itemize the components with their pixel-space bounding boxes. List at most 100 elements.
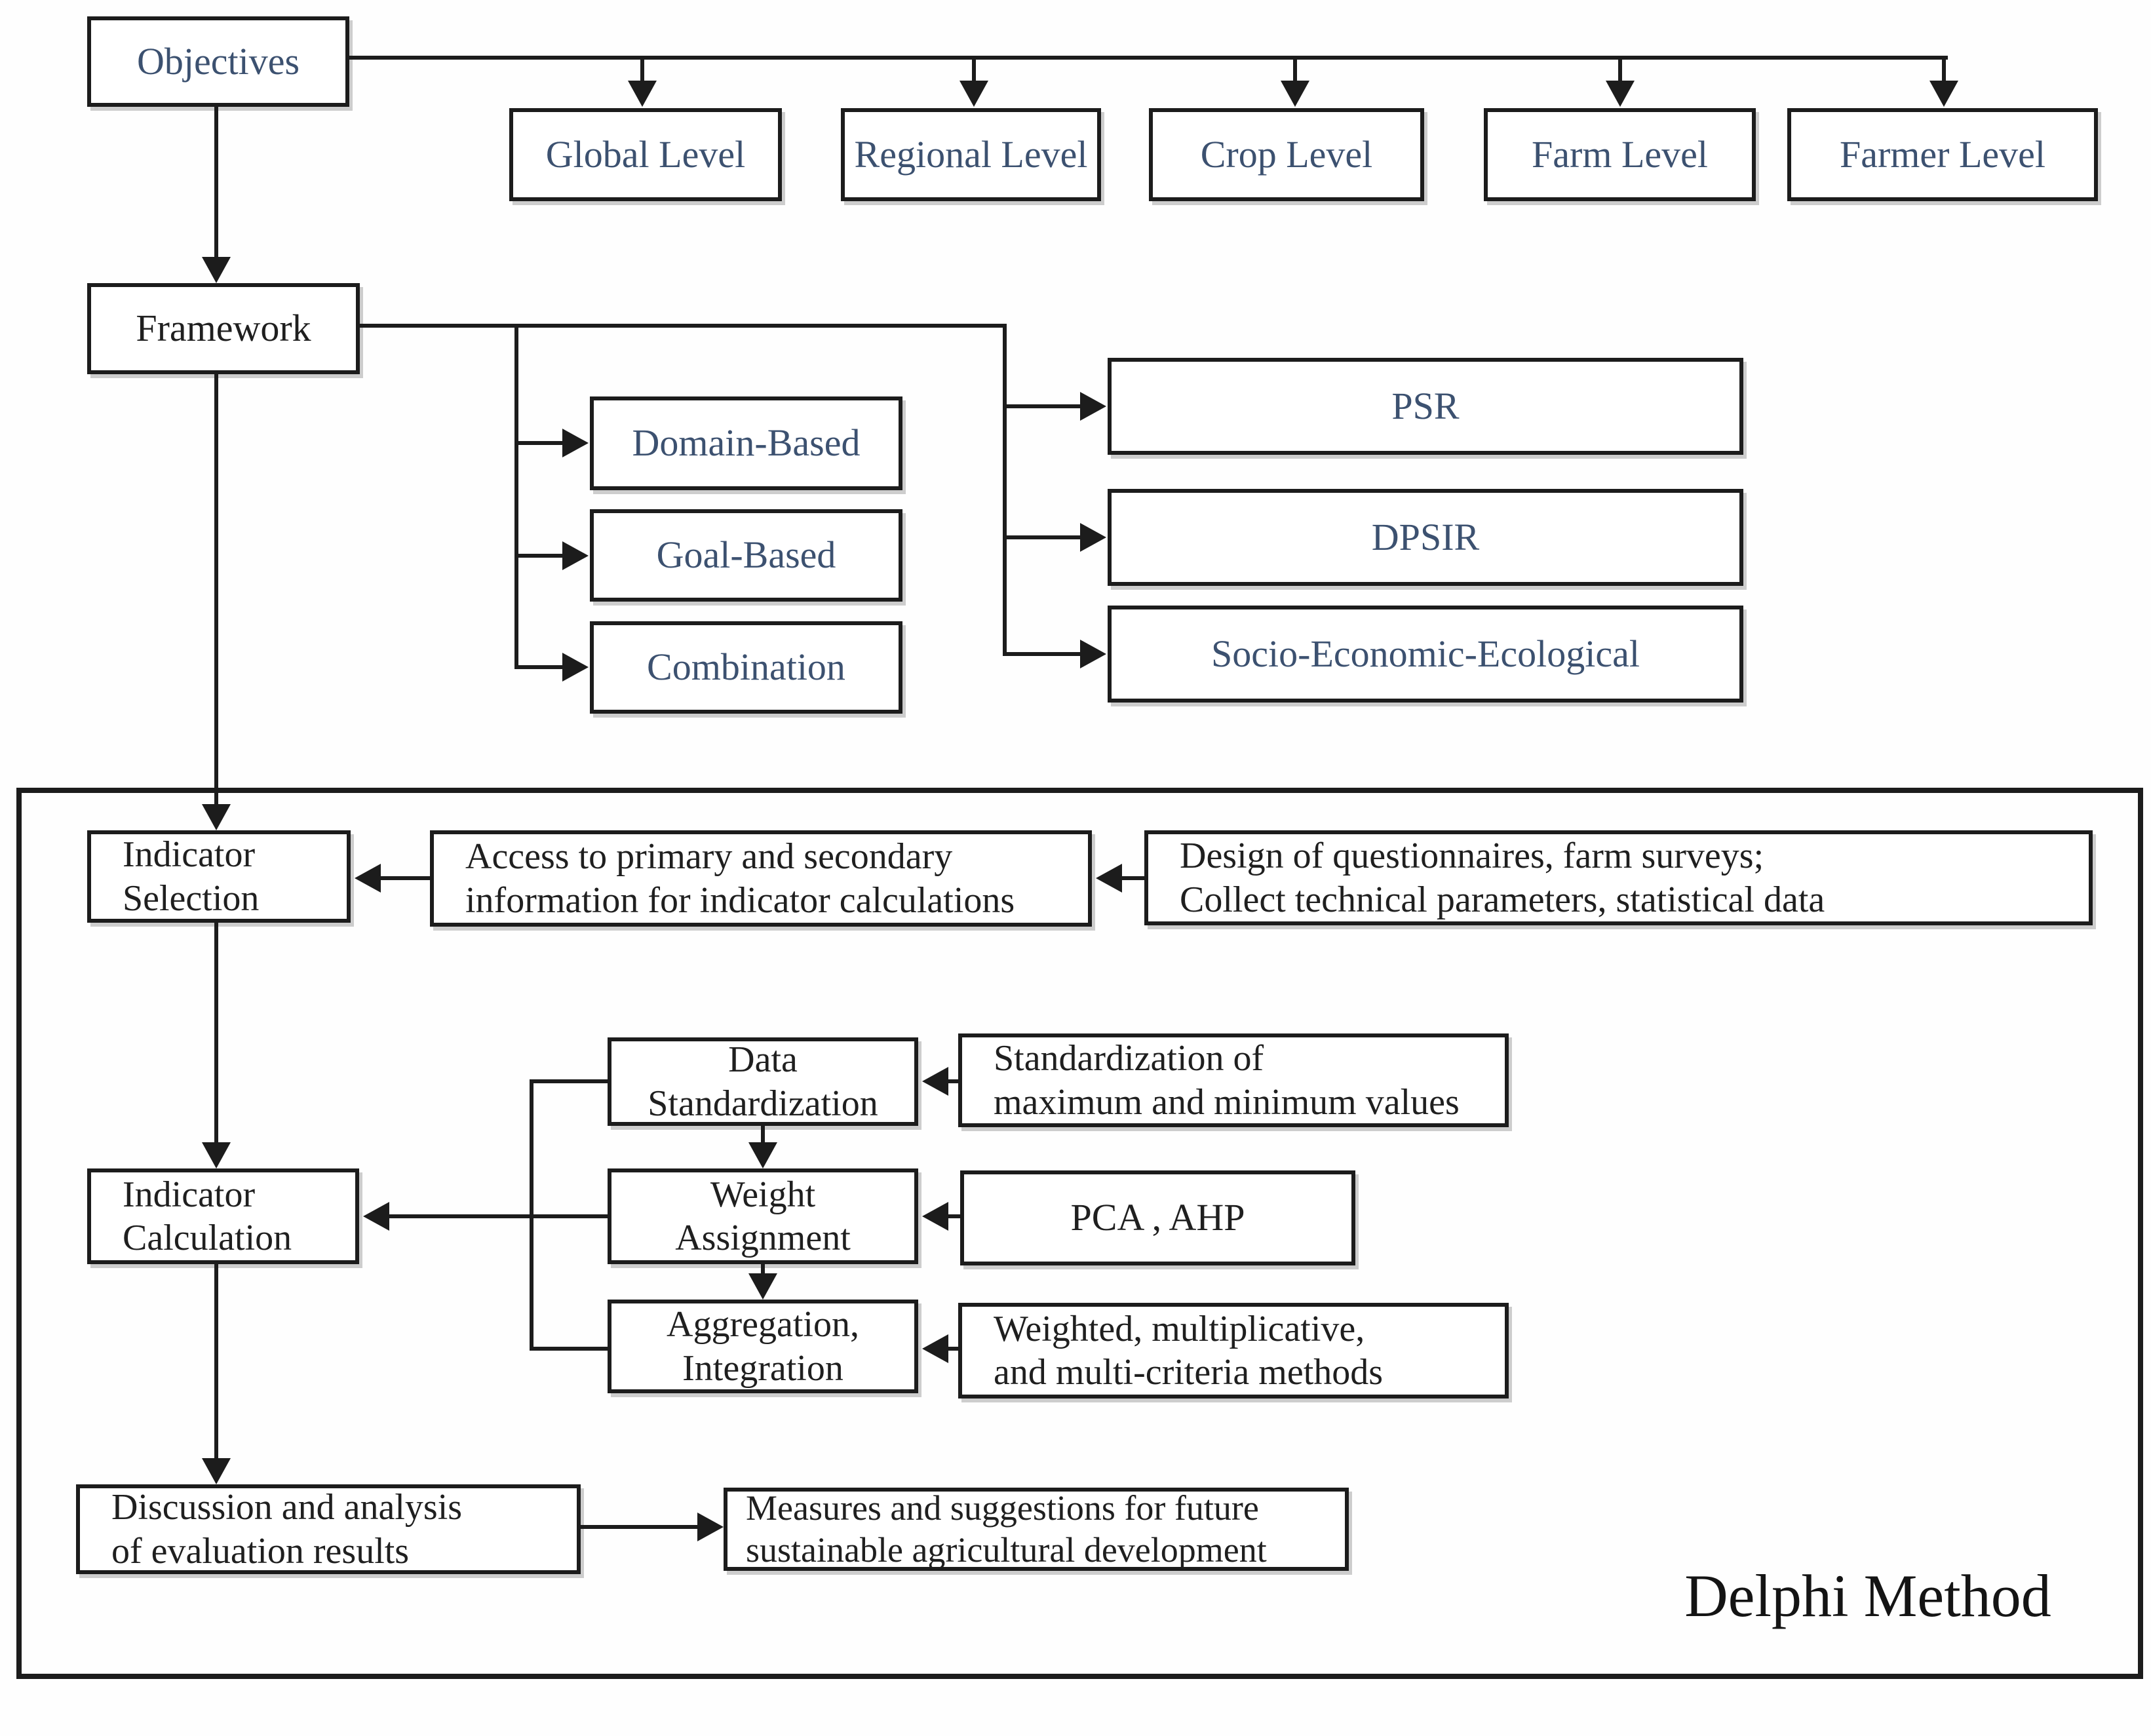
arrowhead-goal-based [562,541,589,570]
connector-stub-combination [514,665,564,669]
arrowhead-crop-level [1281,81,1309,107]
arrowhead-combination [562,653,589,682]
standardization-maxmin-line2: maximum and minimum values [994,1081,1460,1123]
connector-stub-goal-based [514,554,564,558]
node-aggregation-integration: Aggregation, Integration [608,1300,918,1393]
indicator-selection-line1: Indicator [123,834,256,876]
connector-bracket-aggregation [530,1347,608,1351]
connector-stdmaxmin-datastd [947,1079,958,1083]
connector-pca-weight [947,1214,960,1218]
node-goal-based-label: Goal-Based [656,533,836,577]
arrowhead-farm-level [1606,81,1635,107]
design-questionnaires-line2: Collect technical parameters, statistica… [1180,879,1825,920]
connector-stub-socio [1003,652,1081,656]
node-objectives-label: Objectives [136,39,300,83]
arrowhead-into-aggregation [922,1334,948,1363]
arrowhead-into-indicator-calculation [363,1202,389,1231]
measures-line2: sustainable agricultural development [746,1530,1267,1570]
connector-drop-farmer-level [1942,60,1946,82]
arrowhead-framework [202,257,231,283]
node-regional-level-label: Regional Level [854,132,1088,176]
arrowhead-socio [1080,640,1106,668]
node-objectives: Objectives [87,16,349,107]
node-dpsir-label: DPSIR [1371,515,1480,558]
node-crop-level: Crop Level [1149,108,1424,201]
access-information-line1: Access to primary and secondary [465,836,953,878]
connector-stub-domain-based [514,441,564,445]
node-design-questionnaires: Design of questionnaires, farm surveys; … [1144,830,2093,925]
arrowhead-psr [1080,392,1106,421]
node-indicator-calculation: Indicator Calculation [87,1168,359,1264]
node-crop-level-label: Crop Level [1200,132,1373,176]
arrowhead-domain-based [562,429,589,457]
node-farmer-level-label: Farmer Level [1839,132,2045,176]
connector-framework-models-bracket [1003,324,1007,656]
weighted-methods-line2: and multi-criteria methods [994,1352,1384,1393]
arrowhead-dpsir [1080,523,1106,552]
node-global-level: Global Level [509,108,782,201]
connector-stub-psr [1003,404,1081,408]
connector-design-access [1121,876,1144,880]
node-access-information: Access to primary and secondary informat… [430,830,1092,927]
arrowhead-indicator-calculation [202,1142,231,1168]
data-standardization-line2: Standardization [648,1083,878,1124]
arrowhead-into-measures [697,1513,724,1541]
arrowhead-weight-assignment-top [748,1142,777,1168]
discussion-line2: of evaluation results [111,1530,410,1572]
node-weight-assignment: Weight Assignment [608,1168,918,1264]
node-farm-level: Farm Level [1484,108,1756,201]
node-socio-economic-ecological-label: Socio-Economic-Ecological [1211,632,1640,675]
aggregation-line2: Integration [682,1347,843,1389]
arrowhead-indicator-selection [202,804,231,830]
node-indicator-selection: Indicator Selection [87,830,351,923]
node-measures-suggestions: Measures and suggestions for future sust… [724,1488,1349,1571]
data-standardization-line1: Data [728,1039,798,1081]
node-goal-based: Goal-Based [590,509,902,602]
connector-indicator-selection-calculation [214,923,218,1144]
delphi-method-label: Delphi Method [1684,1562,2051,1629]
node-standardization-maxmin: Standardization of maximum and minimum v… [958,1033,1509,1127]
connector-drop-crop-level [1293,60,1297,82]
arrowhead-into-indicator-selection [355,864,381,893]
connector-weighted-aggregation [947,1347,958,1351]
connector-framework-types-bracket [514,324,518,669]
discussion-line1: Discussion and analysis [111,1487,463,1528]
node-global-level-label: Global Level [545,132,746,176]
standardization-maxmin-line1: Standardization of [994,1038,1264,1079]
connector-indicator-calculation-discussion [214,1264,218,1459]
weighted-methods-line1: Weighted, multiplicative, [994,1308,1365,1349]
node-framework: Framework [87,283,360,374]
node-weighted-methods: Weighted, multiplicative, and multi-crit… [958,1303,1509,1398]
indicator-calculation-line2: Calculation [123,1218,292,1258]
node-domain-based: Domain-Based [590,396,902,490]
connector-calculation-bracket [530,1079,533,1351]
connector-drop-global-level [640,60,644,82]
connector-drop-farm-level [1618,60,1622,82]
node-framework-label: Framework [136,307,311,350]
node-psr: PSR [1108,358,1743,455]
connector-objectives-levels-main [349,56,1948,60]
arrowhead-into-data-standardization [922,1067,948,1096]
node-domain-based-label: Domain-Based [632,421,861,465]
delphi-method-container [16,788,2143,1679]
node-socio-economic-ecological: Socio-Economic-Ecological [1108,606,1743,703]
arrowhead-global-level [628,81,657,107]
arrowhead-discussion [202,1458,231,1484]
node-combination-label: Combination [647,646,845,689]
connector-access-indicator-selection [379,876,430,880]
design-questionnaires-line1: Design of questionnaires, farm surveys; [1180,836,1764,877]
node-combination: Combination [590,621,902,714]
connector-objectives-framework [214,107,218,258]
connector-weight-indicator-calculation [388,1214,608,1218]
access-information-line2: information for indicator calculations [465,879,1015,921]
connector-framework-branch-main [360,324,1007,328]
connector-drop-regional-level [972,60,976,82]
weight-assignment-line1: Weight [710,1174,816,1215]
node-dpsir: DPSIR [1108,489,1743,586]
connector-framework-indicator-selection [214,374,218,805]
arrowhead-aggregation-top [748,1273,777,1300]
node-data-standardization: Data Standardization [608,1037,918,1126]
connector-discussion-measures [581,1525,699,1529]
aggregation-line1: Aggregation, [667,1304,859,1345]
